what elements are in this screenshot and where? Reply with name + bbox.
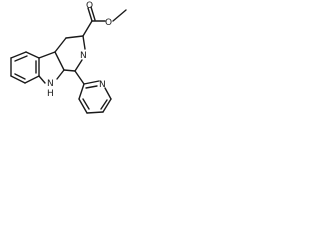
- molecule-diagram: O O N N H N: [10, 1, 127, 114]
- bond-c3-n2: [82, 35, 86, 50]
- bond-py-5: [78, 98, 88, 114]
- bond-benz-2: [10, 51, 27, 59]
- bond-benz-5: [24, 75, 40, 84]
- bond-benz-inner-1: [14, 55, 28, 62]
- bond-py-inner-2: [100, 99, 108, 110]
- bond-py-1: [83, 80, 100, 85]
- bond-c1-pyridine: [74, 70, 85, 85]
- bond-benz-4: [10, 75, 26, 84]
- bond-c9a-n9: [56, 69, 65, 80]
- bond-py-2: [104, 87, 112, 100]
- bond-n9-c8a: [38, 75, 46, 84]
- bond-n2-c1: [74, 59, 83, 72]
- bond-py-3: [102, 98, 112, 113]
- bond-carbonyl-double-2: [90, 6, 96, 21]
- atom-label-pyridine-n: N: [99, 80, 106, 90]
- bond-c4-c4a: [54, 37, 67, 53]
- bond-py-inner-3: [82, 98, 90, 110]
- bond-ether-o-to-methyl: [112, 9, 127, 22]
- bond-carbonyl-double-1: [87, 7, 93, 22]
- atom-label-piperidine-n: N: [80, 51, 87, 61]
- bond-py-4: [86, 111, 104, 114]
- bond-py-inner-1: [85, 85, 98, 89]
- atom-label-indole-h: H: [47, 89, 54, 99]
- atom-label-carbonyl-o: O: [86, 1, 93, 11]
- bond-ring-to-carbonyl: [82, 20, 93, 37]
- bond-py-6: [78, 83, 85, 100]
- bond-c1-c9a: [63, 69, 76, 72]
- bond-benz-1: [25, 51, 40, 59]
- bond-c4a-c4b: [38, 51, 56, 59]
- bond-benz-inner-2: [14, 73, 26, 80]
- bond-c3-c4: [65, 35, 84, 39]
- chemical-structure-canvas: O O N N H N: [0, 0, 133, 126]
- bond-c4a-c9a-double: [54, 51, 65, 71]
- atom-label-ether-o: O: [105, 18, 112, 28]
- atom-label-indole-n: N: [47, 79, 54, 89]
